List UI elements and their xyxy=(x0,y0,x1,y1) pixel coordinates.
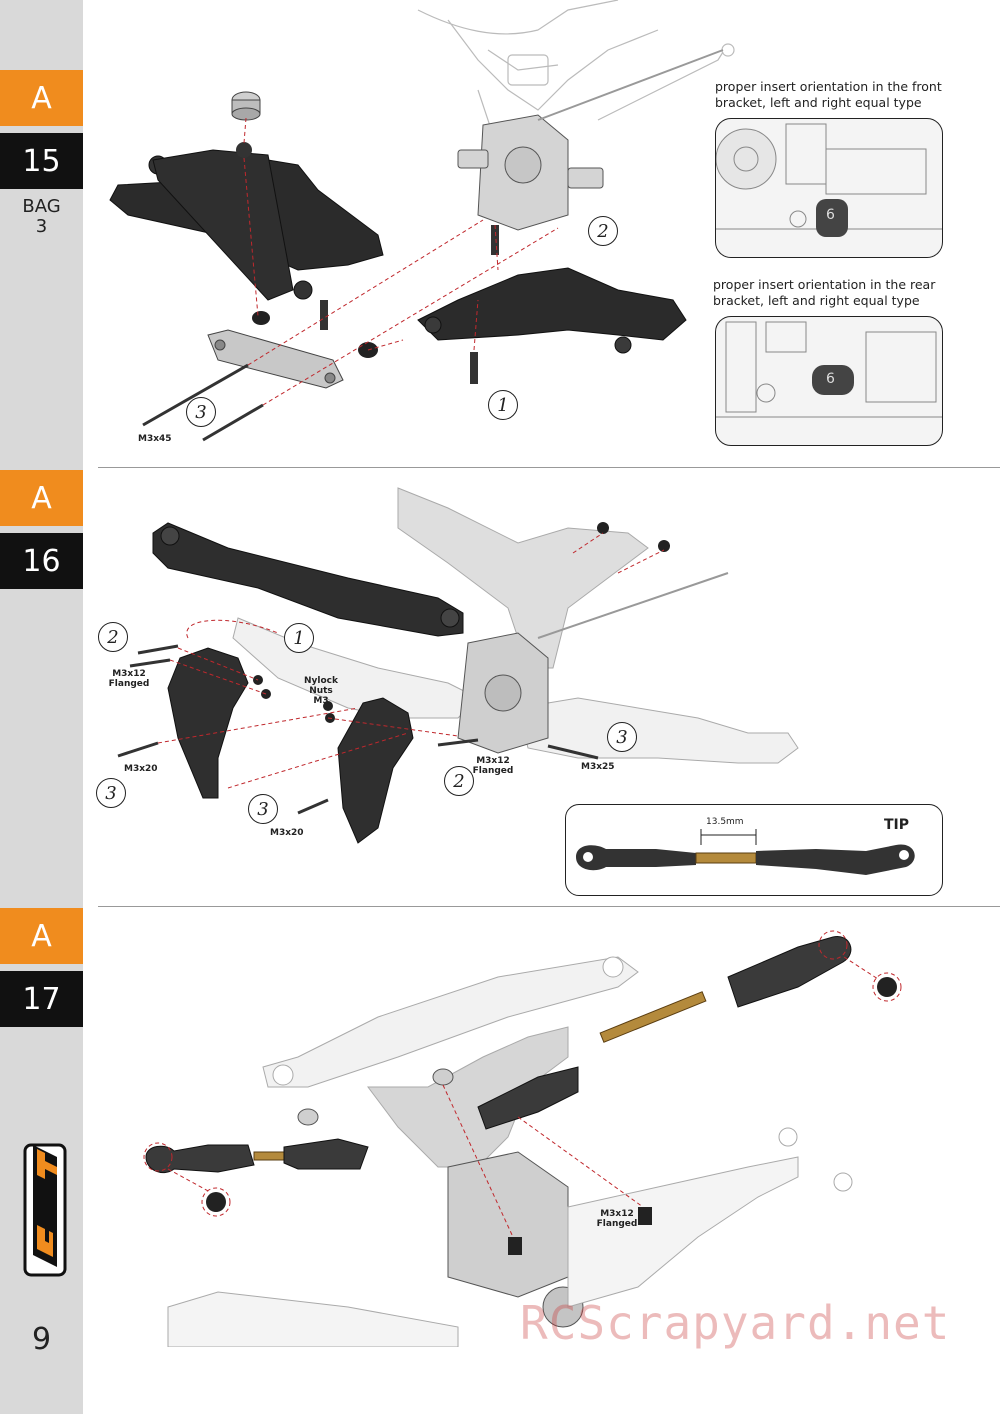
tip-dimension: 13.5mm xyxy=(706,817,744,827)
callout-3: 3 xyxy=(96,778,126,808)
callout-2: 2 xyxy=(98,622,128,652)
rear-insert-detail: 6 xyxy=(715,316,943,446)
tip-box: TIP 13.5mm xyxy=(565,804,943,896)
section-divider xyxy=(98,906,1000,907)
label-line: Flanged xyxy=(472,766,514,776)
tip-label: TIP xyxy=(884,817,910,833)
step-number-tab: 15 xyxy=(0,133,83,189)
section-divider xyxy=(98,467,1000,468)
label-line: Nylock Nuts xyxy=(304,676,338,696)
label-line: M3x12 xyxy=(600,1209,634,1219)
callout-3: 3 xyxy=(248,794,278,824)
rear-insert-note: proper insert orientation in the rear br… xyxy=(713,277,936,308)
step-number: 17 xyxy=(22,981,61,1017)
step-number: 15 xyxy=(22,143,61,179)
callout-2: 2 xyxy=(588,216,618,246)
label-line: M3x12 xyxy=(112,669,146,679)
turnbuckle-illustration xyxy=(576,829,915,875)
label-m3x25: M3x25 xyxy=(581,762,615,772)
rear-insert-marking: 6 xyxy=(826,371,835,387)
label-line: Flanged xyxy=(108,679,150,689)
label-m3x20-bottom: M3x20 xyxy=(270,828,304,838)
step-number-tab: 16 xyxy=(0,533,83,589)
label-line: M3x12 xyxy=(476,756,510,766)
step-letter: A xyxy=(31,918,52,954)
front-insert-note: proper insert orientation in the front b… xyxy=(715,79,942,110)
step-15-section: proper insert orientation in the front b… xyxy=(98,0,1000,466)
screw-label: M3x45 xyxy=(138,434,172,444)
callout-2: 2 xyxy=(444,766,474,796)
step-letter-tab: A xyxy=(0,470,83,526)
bag-text: BAG xyxy=(22,196,61,217)
step-17-illustration xyxy=(143,930,902,1347)
step-letter-tab: A xyxy=(0,908,83,964)
step-number: 16 xyxy=(22,543,61,579)
callout-1: 1 xyxy=(284,623,314,653)
step-number-tab: 17 xyxy=(0,971,83,1027)
step-letter: A xyxy=(31,480,52,516)
label-m3x20-left: M3x20 xyxy=(124,764,158,774)
front-insert-illustration xyxy=(716,123,942,237)
page-number: 9 xyxy=(31,1322,52,1357)
label-line: Flanged xyxy=(596,1219,638,1229)
step-letter: A xyxy=(31,80,52,116)
front-insert-detail: 6 xyxy=(715,118,943,258)
label-line: M3 xyxy=(313,696,329,706)
watermark: RCScrapyard.net xyxy=(520,1296,951,1350)
callout-3: 3 xyxy=(186,397,216,427)
rear-insert-illustration xyxy=(716,321,942,418)
cobra-gt-logo-icon xyxy=(23,1143,67,1277)
front-insert-marking: 6 xyxy=(826,207,835,223)
callout-3: 3 xyxy=(607,722,637,752)
callout-1: 1 xyxy=(488,390,518,420)
step-16-illustration xyxy=(117,487,799,844)
step-15-illustration xyxy=(109,0,735,442)
bag-number: 3 xyxy=(35,216,48,237)
step-letter-tab: A xyxy=(0,70,83,126)
